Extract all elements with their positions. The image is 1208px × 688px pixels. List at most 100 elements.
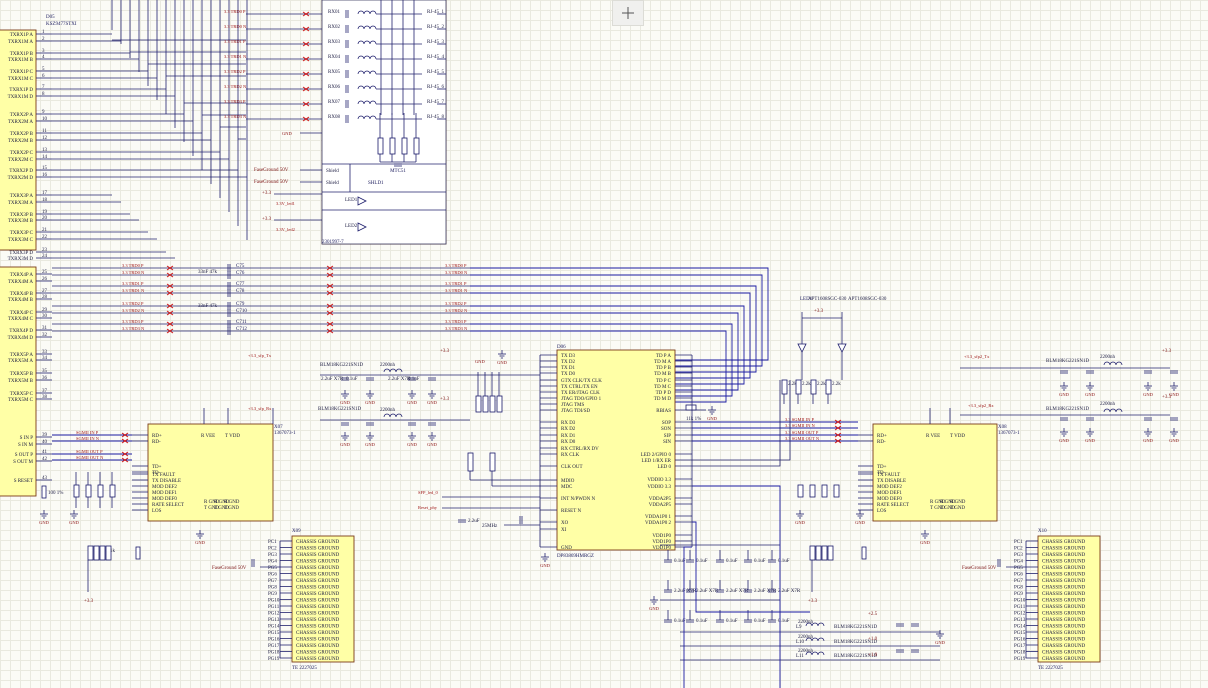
tp-mid-label: 3.3 TRD0 N (445, 270, 468, 275)
phy-left-pin: TX D1 (561, 366, 576, 371)
tp-mid-label: 3.3 TRD2 N (445, 308, 468, 313)
status-led-icon (797, 343, 807, 353)
pull-ground-icon: GND (795, 510, 806, 525)
chassis-pin-id: PG6 (1014, 573, 1023, 578)
chassis-pin-id: PG16 (268, 638, 280, 643)
sfp-pin: MOD DEF1 (877, 491, 902, 496)
crystal-label: 25MHz (482, 524, 498, 529)
sfp-gnd-pin: T GND (930, 506, 945, 511)
ground-label: GND (407, 400, 417, 405)
chassis-pin-id: PC2 (1014, 547, 1023, 552)
rail-label: +1.0 (868, 653, 878, 658)
phy-td-wire (470, 305, 745, 385)
phy-supply-inductor-icon (805, 651, 825, 656)
decoupling-cap-icon (1170, 370, 1178, 374)
led-resistor-icon (105, 545, 112, 561)
sfp-ground-icon: GND (920, 530, 931, 545)
sfp-pin: MOD DEF1 (152, 491, 177, 496)
shield-ref: SHLD1 (368, 181, 384, 186)
pin-number: 17 (42, 191, 48, 196)
pullup-resistor-icon (489, 395, 496, 413)
cap-value: 2.2uF (468, 519, 480, 524)
chassis-right-pin: CHASSIS GROUND (1042, 638, 1086, 643)
no-connect-stroke (302, 41, 310, 47)
chassis-left-pin: CHASSIS GROUND (296, 599, 340, 604)
magnetics-pin: RX06 (328, 85, 340, 90)
pin-number: 36 (42, 376, 48, 381)
cap-value: 2.2uF X7R (754, 589, 777, 594)
net-label: +3.3_sfp2_Rx (968, 403, 994, 408)
connector-pin-label: TXRX5P C (10, 392, 34, 397)
connector-pin-label: S IN M (18, 443, 34, 448)
cap-ref: C711 (236, 320, 247, 325)
pin-number: 6 (42, 74, 45, 79)
ferrite-label: BLM18KG221SN1D (834, 625, 877, 630)
ferrite-label: BLM18KG221SN1D (1046, 359, 1089, 364)
chassis-pin-id: PG14 (1014, 625, 1026, 630)
cap-ref: C76 (236, 271, 245, 276)
shield-label: Shield (326, 169, 339, 174)
phy-right-pin: SIN (663, 440, 671, 445)
chassis-left-pin: CHASSIS GROUND (296, 638, 340, 643)
cap-ref: MTC51 (390, 169, 406, 174)
connector-pin-label: TXRX3P C (10, 231, 34, 236)
chassis-pin-id: PG10 (268, 599, 280, 604)
no-connect-stroke (166, 272, 174, 278)
chassis-pin-id: PG5 (1014, 566, 1023, 571)
no-connect-stroke (302, 116, 310, 122)
tp-no-connect (302, 41, 310, 47)
tp-no-connect (302, 116, 310, 122)
pin-number: 7 (42, 85, 45, 90)
magnetics-pin: RX02 (328, 25, 340, 30)
chassis-right-pin: CHASSIS GROUND (1042, 599, 1086, 604)
phy-right-pin: VDDA1P0 2 (645, 521, 671, 526)
sgmii-no-connect (834, 425, 842, 431)
ground-label: GND (1143, 438, 1153, 443)
no-connect-stroke (302, 56, 310, 62)
left-connector-body-lower (0, 266, 37, 497)
pull-ground-icon: GND (69, 510, 80, 525)
phy-supply-inductor-icon (805, 622, 825, 627)
tp-mid-no-connect (326, 310, 334, 316)
decoupling-cap-icon (428, 422, 436, 426)
sgmii-no-connect (834, 419, 842, 425)
tp-no-connect (302, 101, 310, 107)
rbias-value: 11k 1% (686, 417, 701, 422)
pin-number: 27 (42, 289, 48, 294)
connector-pin-label: TXRX1M C (8, 77, 34, 82)
tp-cap (227, 302, 231, 310)
chassis-pin-id: PG15 (268, 631, 280, 636)
sfp-pin: TX FAULT (152, 473, 175, 478)
crosshair-move-icon[interactable] (612, 0, 644, 26)
phy-decoupling-cap (744, 619, 752, 623)
no-connect-stroke (166, 328, 174, 334)
chassis-pin-id: PG11 (268, 605, 280, 610)
pull-resistor-icon (97, 484, 104, 498)
sgmii-right-label: 3.3 SGMII IN N (785, 423, 815, 428)
chassis-pin-id: PG12 (268, 612, 280, 617)
transformer-winding-icon (357, 115, 377, 120)
chassis-pin-id: PG19 (268, 657, 280, 662)
no-connect-stroke (326, 272, 334, 278)
inductor-label: 2200nh (1100, 355, 1116, 360)
rail-label: +3.3 (1162, 349, 1172, 354)
chassis-pin-id: PG17 (268, 644, 280, 649)
chassis-pin-id: PG9 (1014, 592, 1023, 597)
no-connect-stroke (121, 438, 129, 444)
chassis-net-label: FaseGround 50V (962, 566, 997, 571)
ground-label: GND (407, 442, 417, 447)
decoupling-cap-icon (1086, 417, 1094, 421)
tp-mid-label: 3.3 TRD1 P (122, 281, 144, 286)
no-connect-stroke (326, 265, 334, 271)
net-label: +3.3_sfp2_Tx (964, 354, 990, 359)
ferrite-label: BLM18KG221SN1D (318, 407, 361, 412)
tp-net-label: 3.3 TRD3 N (224, 114, 247, 119)
cap-ground-icon: GND (365, 432, 376, 447)
chassis-left-pin: CHASSIS GROUND (296, 573, 340, 578)
chassis-pin-id: PG12 (1014, 612, 1026, 617)
rj45-pin-label: RJ-45_4 (427, 55, 444, 60)
inductor-label: 2200nh (1100, 402, 1116, 407)
net-label: +3.3_sfp_Rx (248, 406, 272, 411)
chassis-left-body (291, 535, 355, 663)
